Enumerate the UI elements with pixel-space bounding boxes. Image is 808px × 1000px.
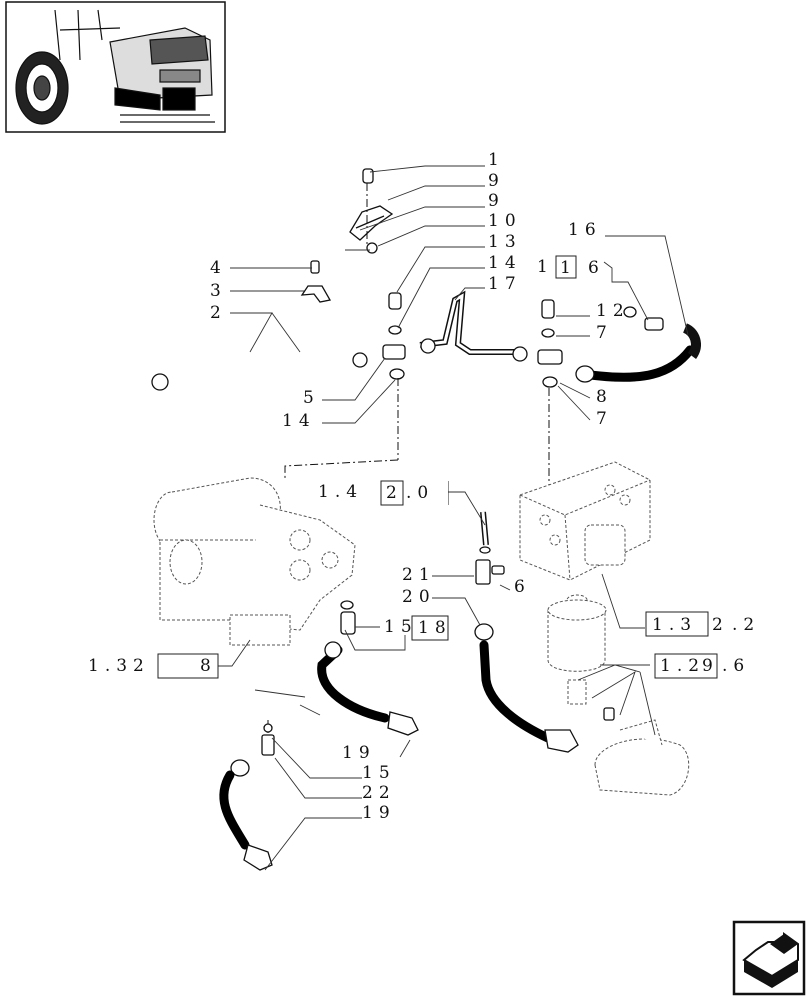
hose-19-right (317, 600, 419, 736)
label-4: 4 (210, 258, 227, 278)
label-22: 22 (362, 783, 396, 803)
label-15b: 15 (362, 763, 396, 783)
label-12: 12 (596, 301, 630, 321)
label-14a: 14 (488, 253, 522, 273)
ref-1-42-0-box: 2 (386, 483, 403, 503)
ref-1-29-6-prefix: 1.2 (660, 656, 705, 676)
filter-canister (547, 594, 690, 796)
label-18-box: 18 (418, 618, 452, 638)
ref-1-32-2-suffix: .2 (732, 615, 760, 635)
label-7b: 7 (596, 409, 613, 429)
tractor-thumbnail-icon[interactable] (5, 1, 226, 133)
label-10: 10 (488, 211, 522, 231)
label-13: 13 (488, 232, 522, 252)
label-11-prefix: 1 (537, 257, 554, 277)
label-2: 2 (210, 303, 227, 323)
hydraulic-pump (153, 477, 356, 716)
ref-1-29-6-suffix: .6 (722, 656, 750, 676)
valve-block (519, 461, 651, 581)
label-19a: 19 (342, 743, 376, 763)
leader-lines (218, 165, 689, 871)
ref-1-29-6-box: 9 (702, 656, 719, 676)
ref-1-42-0-suffix: .0 (406, 483, 434, 503)
next-page-arrow-icon[interactable] (732, 920, 806, 996)
upper-tube-assembly (151, 168, 701, 391)
ref-1-32-8-box: 8 (200, 656, 217, 676)
label-20: 20 (402, 587, 436, 607)
label-11-box: 1 (560, 258, 577, 278)
label-5: 5 (303, 388, 320, 408)
callout-labels: 1 9 9 10 13 14 17 16 1 1 6 4 3 2 12 7 5 … (88, 150, 760, 823)
connector-21 (474, 511, 579, 753)
label-16: 16 (568, 220, 602, 240)
label-6b: 6 (514, 577, 531, 597)
label-17: 17 (488, 274, 522, 294)
label-3: 3 (210, 281, 227, 301)
ref-1-42-0-prefix: 1.4 (318, 482, 363, 502)
ref-1-32-8-prefix: 1.32 (88, 656, 150, 676)
label-7a: 7 (596, 323, 613, 343)
hose-19-lower (219, 723, 275, 871)
ref-1-32-2-box: 2 (712, 615, 729, 635)
label-6a: 6 (588, 258, 605, 278)
label-9b: 9 (488, 191, 505, 211)
label-14b: 14 (282, 411, 316, 431)
ref-1-32-2-prefix: 1.3 (652, 615, 697, 635)
label-9a: 9 (488, 171, 505, 191)
label-19b: 19 (362, 803, 396, 823)
label-15a: 15 (384, 617, 418, 637)
label-8: 8 (596, 387, 613, 407)
label-21: 21 (402, 565, 436, 585)
label-1: 1 (488, 150, 505, 170)
